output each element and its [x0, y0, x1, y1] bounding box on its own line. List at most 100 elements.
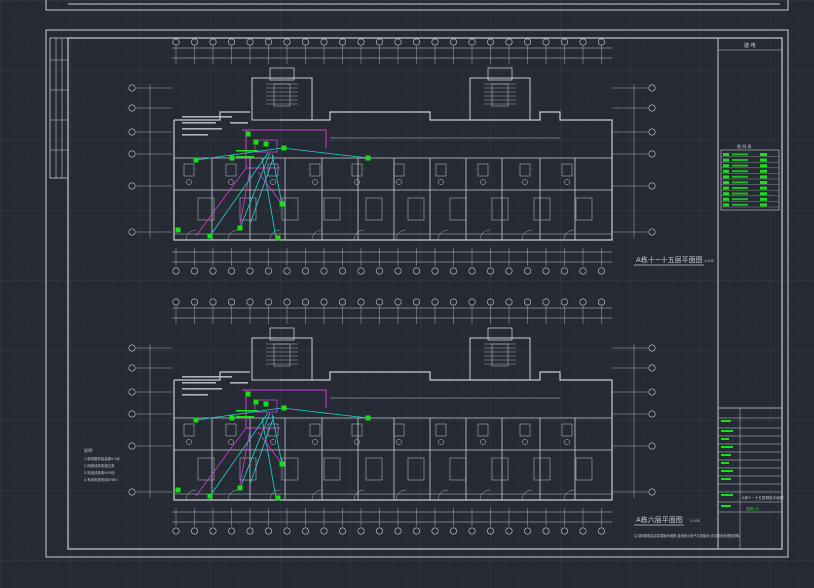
- title-block-drawing-name: A栋十~十五层弱电平面图: [742, 495, 784, 500]
- axis-bubble: [283, 298, 291, 306]
- axis-bubble: [523, 298, 531, 306]
- note-line: 4.有线电视采用SYWV: [84, 477, 118, 482]
- axis-bubble: [375, 38, 383, 46]
- axis-bubble: [209, 527, 217, 535]
- axis-bubble: [375, 527, 383, 535]
- axis-bubble: [128, 150, 136, 158]
- outlet-symbol: [275, 235, 281, 241]
- outlet-symbol: [207, 233, 213, 239]
- axis-bubble: [228, 298, 236, 306]
- axis-bubble: [301, 527, 309, 535]
- legend-symbol: [723, 169, 729, 173]
- axis-bubble: [357, 38, 365, 46]
- legend-qty-mark: [760, 175, 767, 179]
- axis-bubble: [412, 527, 420, 535]
- legend-qty-mark: [760, 186, 767, 190]
- axis-bubble: [320, 267, 328, 275]
- axis-bubble: [338, 38, 346, 46]
- axis-bubble: [486, 267, 494, 275]
- legend-symbol: [723, 192, 729, 196]
- axis-bubble: [579, 298, 587, 306]
- axis-bubble: [320, 527, 328, 535]
- outlet-symbol: [237, 225, 243, 231]
- axis-bubble: [301, 267, 309, 275]
- note-line: 3.电话线采用HYV线: [84, 470, 115, 475]
- legend-text-mark: [732, 170, 748, 173]
- axis-bubble: [338, 267, 346, 275]
- legend-text-mark: [732, 198, 748, 201]
- axis-bubble: [468, 38, 476, 46]
- axis-bubble: [320, 298, 328, 306]
- axis-bubble: [264, 267, 272, 275]
- axis-bubble: [338, 527, 346, 535]
- axis-bubble: [560, 298, 568, 306]
- plan-scale-upper: 1:100: [704, 259, 714, 263]
- legend-symbol: [723, 153, 729, 156]
- axis-bubble: [394, 267, 402, 275]
- legend-text-mark: [732, 203, 748, 206]
- axis-bubble: [191, 267, 199, 275]
- axis-bubble: [394, 527, 402, 535]
- axis-bubble: [301, 298, 309, 306]
- axis-bubble: [412, 267, 420, 275]
- cable-route-cyan: [261, 417, 277, 499]
- legend-table: 图 例 表: [720, 143, 780, 211]
- cable-route-cyan: [195, 407, 283, 421]
- axis-bubble: [320, 38, 328, 46]
- title-block-number: 弱施-01: [746, 506, 759, 511]
- axis-bubble: [128, 442, 136, 450]
- bottom-note: 注:弱电管线由本层楼板内暗敷,接地线与电气共用接地,详见弱电系统图说明。: [634, 533, 742, 538]
- floor-plan-lower: [128, 298, 656, 535]
- axis-bubble: [505, 298, 513, 306]
- axis-bubble: [431, 298, 439, 306]
- axis-bubble: [431, 527, 439, 535]
- axis-bubble: [648, 228, 656, 236]
- axis-bubble: [505, 267, 513, 275]
- title-block-header: 建-电: [744, 42, 756, 49]
- axis-bubble: [648, 410, 656, 418]
- title-block: [718, 408, 782, 549]
- legend-text-mark: [732, 153, 748, 156]
- legend-qty-mark: [760, 158, 767, 162]
- axis-bubble: [505, 527, 513, 535]
- legend-text-mark: [732, 192, 748, 195]
- axis-bubble: [560, 527, 568, 535]
- axis-bubble: [579, 267, 587, 275]
- axis-bubble: [560, 38, 568, 46]
- cable-route-cyan: [209, 152, 269, 237]
- axis-bubble: [128, 182, 136, 190]
- outlet-symbol: [193, 157, 199, 163]
- legend-text-mark: [732, 175, 748, 178]
- cable-route-cyan: [249, 155, 275, 225]
- outlet-symbol: [245, 391, 251, 397]
- legend-symbol: [723, 158, 729, 162]
- outlet-symbol: [207, 493, 213, 499]
- axis-bubble: [209, 267, 217, 275]
- axis-bubble: [579, 527, 587, 535]
- plan-scale-lower: 1:100: [690, 519, 700, 523]
- legend-symbol: [723, 203, 729, 207]
- axis-bubble: [246, 527, 254, 535]
- axis-bubble: [209, 38, 217, 46]
- axis-bubble: [128, 488, 136, 496]
- legend-title: 图 例 表: [737, 143, 752, 149]
- legend-qty-mark: [760, 181, 767, 184]
- axis-bubble: [542, 267, 550, 275]
- axis-bubble: [648, 84, 656, 92]
- axis-bubble: [228, 527, 236, 535]
- axis-bubble: [246, 38, 254, 46]
- outlet-symbol: [263, 401, 269, 407]
- axis-bubble: [431, 38, 439, 46]
- axis-bubble: [648, 182, 656, 190]
- axis-bubble: [468, 267, 476, 275]
- outlet-symbol: [365, 415, 371, 421]
- axis-bubble: [283, 267, 291, 275]
- legend-text-mark: [732, 187, 748, 189]
- axis-bubble: [597, 298, 605, 306]
- cable-route-cyan: [209, 412, 269, 497]
- axis-bubble: [523, 527, 531, 535]
- axis-bubble: [128, 388, 136, 396]
- axis-bubble: [468, 298, 476, 306]
- cable-route-cyan: [271, 413, 283, 465]
